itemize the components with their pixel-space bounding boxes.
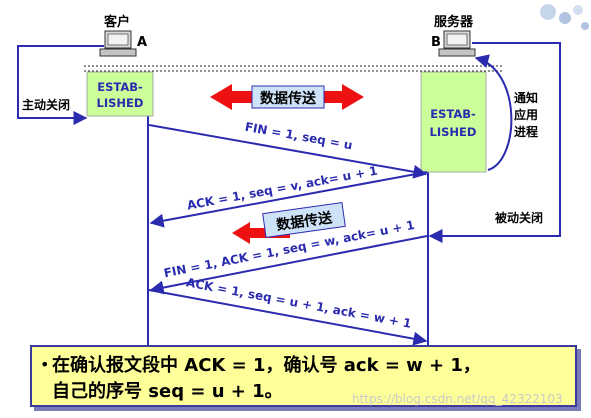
watermark: https://blog.csdn.net/qq_42322103 [352, 392, 563, 406]
logo-icon [540, 4, 589, 30]
notify-app-label-1: 通知 [514, 90, 538, 105]
client-state-line2: LISHED [97, 96, 144, 110]
passive-close-label: 被动关闭 [495, 210, 543, 225]
active-close-arrow [17, 45, 104, 125]
data-transfer-arrow-2: 数据传送 [232, 201, 346, 244]
fin-arrow [148, 124, 428, 179]
fin-label: FIN = 1, seq = u [244, 120, 354, 153]
passive-close-arrow [428, 42, 561, 243]
server-host-label: B [431, 35, 441, 50]
caption-text: 在确认报文段中 ACK = 1，确认号 ack = w + 1， 自己的序号 s… [52, 353, 572, 405]
client-title: 客户 [104, 14, 130, 30]
fin-ack-arrow [149, 235, 428, 295]
notify-app-arrow [474, 54, 513, 171]
caption-line-1: 在确认报文段中 ACK = 1，确认号 ack = w + 1， [52, 355, 481, 376]
data-transfer-label-1: 数据传送 [260, 90, 317, 107]
client-host-label: A [137, 35, 147, 50]
caption-box: • 在确认报文段中 ACK = 1，确认号 ack = w + 1， 自己的序号… [30, 345, 577, 407]
caption-line-2: 自己的序号 seq = u + 1。 [52, 381, 283, 402]
active-close-label: 主动关闭 [22, 97, 70, 112]
data-transfer-arrow-1: 数据传送 [210, 84, 364, 110]
bullet-icon: • [40, 355, 50, 374]
client-state-line1: ESTAB- [97, 80, 143, 94]
server-computer-icon [438, 30, 476, 57]
server-title: 服务器 [434, 14, 474, 30]
notify-app-label-3: 进程 [514, 124, 538, 139]
ack-label: ACK = 1, seq = v, ack= u + 1 [186, 164, 379, 213]
server-state-box [420, 71, 487, 173]
notify-app-label-2: 应用 [514, 107, 538, 122]
client-state-box [86, 71, 154, 117]
server-state-line2: LISHED [430, 125, 477, 139]
final-ack-arrow [148, 289, 428, 346]
ack-arrow [149, 171, 428, 228]
server-state-line1: ESTAB- [430, 107, 476, 121]
client-computer-icon [99, 30, 137, 57]
